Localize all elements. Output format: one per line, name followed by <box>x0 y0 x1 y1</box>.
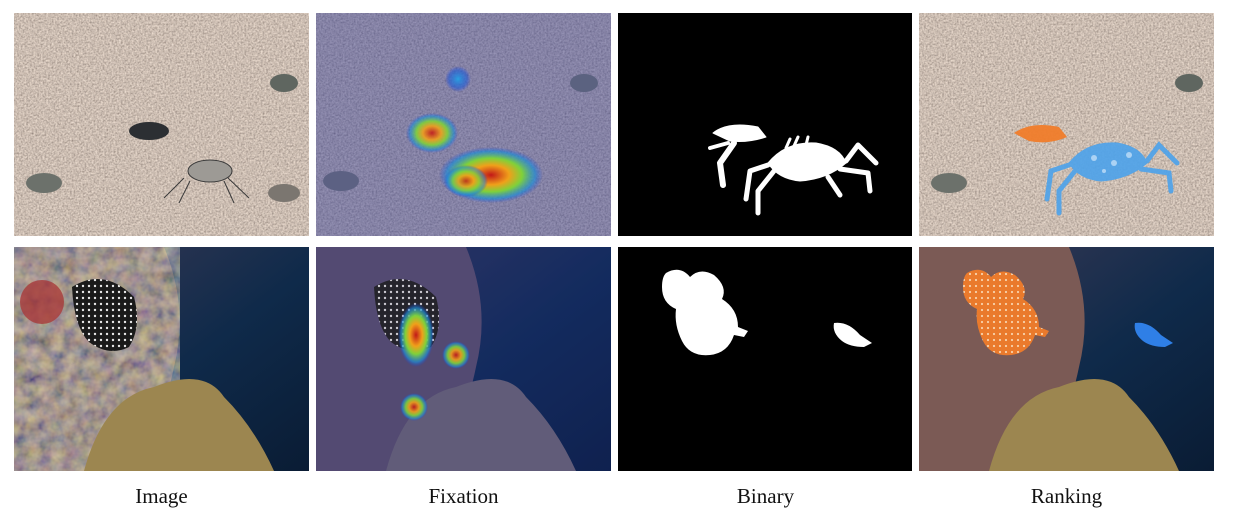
column-label-binary: Binary <box>736 484 795 508</box>
crab-binary <box>618 13 912 236</box>
reef-binary <box>618 247 912 471</box>
column-label-ranking: Ranking <box>1030 484 1103 508</box>
crab-fixation <box>316 13 611 236</box>
crab-image <box>14 13 309 236</box>
reef-image <box>14 247 309 471</box>
reef-fixation <box>316 247 611 471</box>
column-label-image: Image <box>135 484 188 508</box>
column-label-fixation: Fixation <box>428 484 499 508</box>
reef-ranking <box>919 247 1214 471</box>
crab-ranking <box>919 13 1214 236</box>
